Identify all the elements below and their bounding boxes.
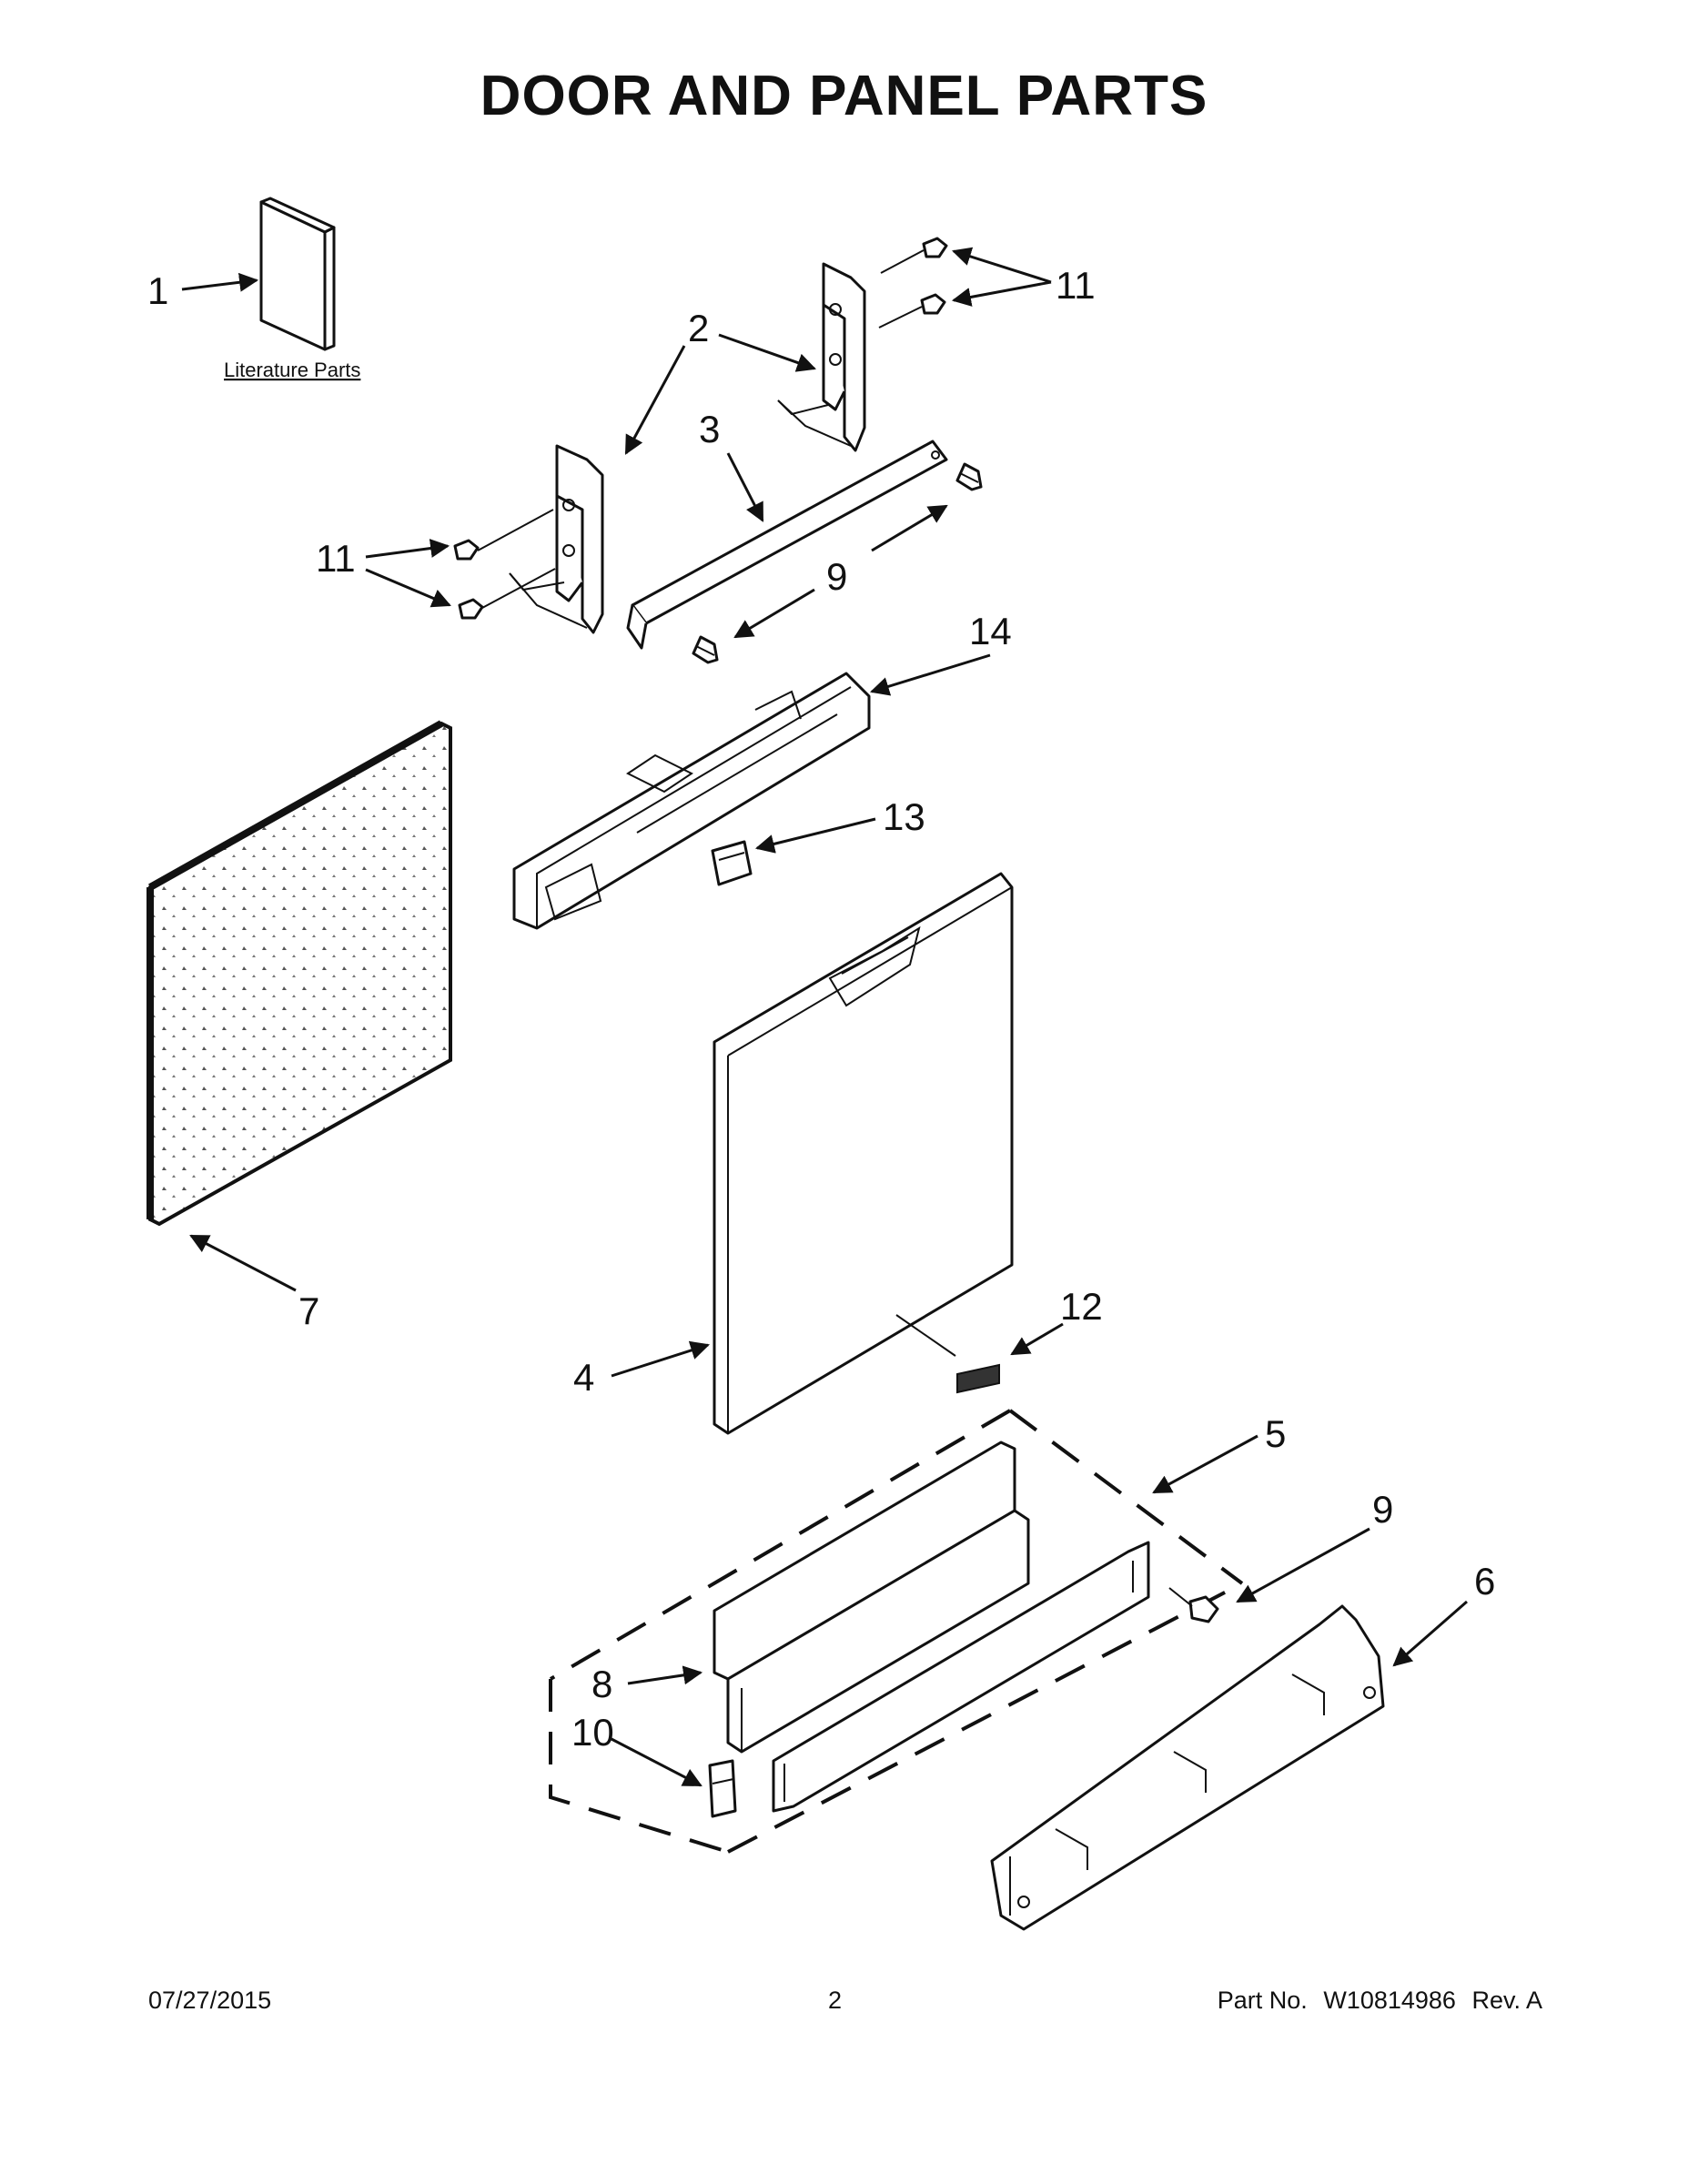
callout-11-lower: 11 xyxy=(316,537,356,580)
callout-10: 10 xyxy=(571,1711,614,1754)
footer-page-number: 2 xyxy=(828,1987,843,2014)
page-title: DOOR AND PANEL PARTS xyxy=(480,65,1208,127)
screw-part xyxy=(880,237,948,274)
revision: Rev. A xyxy=(1471,1987,1542,2014)
screw-part xyxy=(453,509,554,561)
callout-13: 13 xyxy=(883,795,925,838)
bottom-trim-part xyxy=(990,1604,1385,1931)
right-hinge-bracket-part xyxy=(777,262,866,452)
literature-booklet-part xyxy=(259,197,336,351)
kit-dashed-boundary xyxy=(549,1409,1244,1854)
callout-1: 1 xyxy=(147,269,168,312)
door-rail-part xyxy=(626,440,948,650)
kick-plate-strip-part xyxy=(772,1541,1150,1813)
left-hinge-bracket-part xyxy=(509,444,604,634)
callout-9-lower: 9 xyxy=(1372,1488,1393,1531)
callout-4: 4 xyxy=(573,1356,594,1399)
control-console-part xyxy=(512,672,871,930)
badge-part xyxy=(895,1314,1000,1394)
part-number: W10814986 xyxy=(1323,1987,1456,2014)
outer-door-part xyxy=(713,872,1014,1435)
footer-date: 07/27/2015 xyxy=(148,1987,272,2014)
callout-12: 12 xyxy=(1060,1285,1103,1328)
callout-14: 14 xyxy=(969,610,1012,652)
screw-part xyxy=(458,568,556,620)
literature-parts-label: Literature Parts xyxy=(224,359,360,381)
small-clip-part xyxy=(708,1759,737,1818)
screw-part xyxy=(692,635,719,664)
screw-part xyxy=(955,462,983,491)
callout-3: 3 xyxy=(699,408,720,450)
callout-8: 8 xyxy=(591,1663,612,1705)
callout-11-upper: 11 xyxy=(1056,264,1096,307)
callout-5: 5 xyxy=(1265,1412,1286,1455)
callout-7: 7 xyxy=(298,1289,319,1332)
toe-panel-block-part xyxy=(713,1441,1030,1754)
callout-2: 2 xyxy=(688,307,709,349)
callout-6: 6 xyxy=(1474,1560,1495,1603)
footer-part-number: Part No. W10814986 Rev. A xyxy=(1208,1987,1542,2015)
clip-part xyxy=(711,840,753,886)
screw-part xyxy=(1168,1587,1219,1623)
door-panel-part xyxy=(147,720,452,1227)
screw-part xyxy=(878,293,946,329)
part-label: Part No. xyxy=(1217,1987,1308,2014)
callout-9-upper: 9 xyxy=(826,555,847,598)
